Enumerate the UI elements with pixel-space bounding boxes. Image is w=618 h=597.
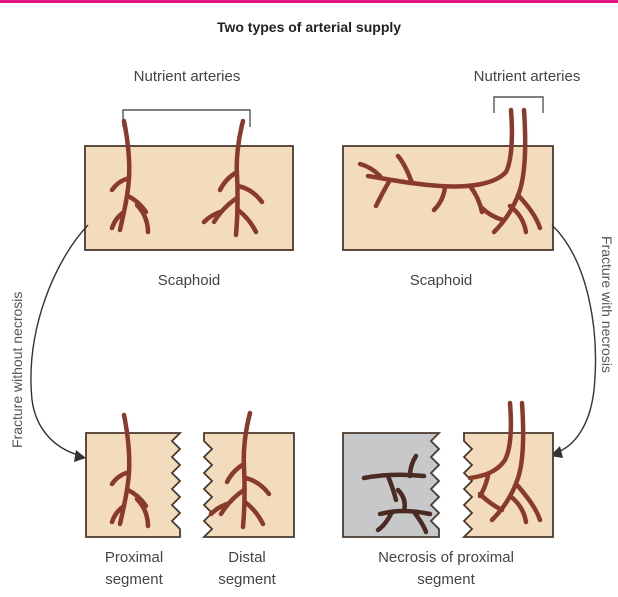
right-nutrient-label: Nutrient arteries <box>474 68 581 85</box>
right-fracture-arrow <box>552 225 595 452</box>
left-arrow-label: Fracture without necrosis <box>9 292 25 448</box>
necrosis-label-line2: segment <box>417 571 475 588</box>
necrosis-label-line1: Necrosis of proximal <box>378 549 514 566</box>
diagram-title: Two types of arterial supply <box>217 19 401 35</box>
distal-label-line2: segment <box>218 571 276 588</box>
left-nutrient-label: Nutrient arteries <box>134 68 241 85</box>
right-nutrient-bracket <box>494 97 543 113</box>
left-fracture-arrow <box>31 225 88 455</box>
right-arrow-label: Fracture with necrosis <box>599 236 615 373</box>
left-nutrient-bracket <box>123 110 250 127</box>
proximal-label-line1: Proximal <box>105 549 163 566</box>
left-arrow-head <box>74 450 86 462</box>
left-distal-segment <box>204 433 294 537</box>
left-scaphoid-label: Scaphoid <box>158 272 221 289</box>
left-proximal-segment <box>86 433 180 537</box>
left-scaphoid-bone <box>85 146 293 250</box>
right-scaphoid-label: Scaphoid <box>410 272 473 289</box>
distal-label-line1: Distal <box>228 549 266 566</box>
proximal-label-line2: segment <box>105 571 163 588</box>
